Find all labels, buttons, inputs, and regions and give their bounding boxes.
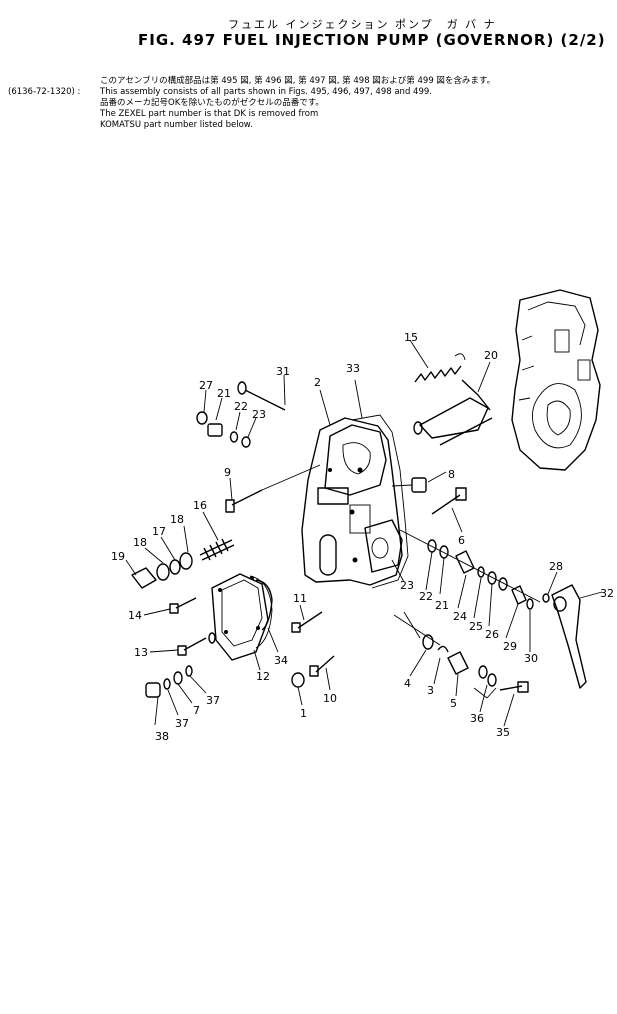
washer-18-drawing — [156, 563, 170, 581]
callout-18: 18 — [170, 513, 184, 526]
callout-23b: 23 — [400, 579, 414, 592]
long-bolt-drawing — [237, 381, 286, 411]
note-en-2: The ZEXEL part number is that DK is remo… — [100, 109, 319, 119]
callout-31: 31 — [276, 365, 290, 378]
callout-18b: 18 — [133, 536, 147, 549]
callout-14: 14 — [128, 609, 142, 622]
callout-17: 17 — [152, 525, 166, 538]
callout-30: 30 — [524, 652, 538, 665]
callout-29: 29 — [503, 640, 517, 653]
gasket-drawing — [351, 414, 409, 589]
part-code: (6136-72-1320) : — [8, 87, 81, 97]
plug-drawing — [207, 423, 223, 437]
side-cover-drawing — [211, 573, 273, 661]
callout-35: 35 — [496, 726, 510, 739]
callout-9: 9 — [224, 466, 231, 479]
callout-20: 20 — [484, 349, 498, 362]
callout-labels: 1 2 3 4 5 6 7 8 9 10 11 12 13 14 15 16 1… — [111, 331, 614, 743]
governor-housing-drawing — [511, 289, 601, 471]
note-jp-1: このアセンブリの構成部品は第 495 図, 第 496 図, 第 497 図, … — [100, 76, 496, 86]
callout-32: 32 — [600, 587, 614, 600]
callout-22b: 22 — [419, 590, 433, 603]
callout-7: 7 — [193, 704, 200, 717]
lower-right-parts-drawing — [393, 614, 529, 693]
callout-4: 4 — [404, 677, 411, 690]
callout-1: 1 — [300, 707, 307, 720]
o-ring-drawing — [241, 436, 251, 448]
lock-nut-drawing — [179, 552, 193, 570]
callout-24: 24 — [453, 610, 467, 623]
callout-25: 25 — [469, 620, 483, 633]
figure-title: FIG. 497 FUEL INJECTION PUMP (GOVERNOR) … — [138, 31, 606, 49]
callout-26: 26 — [485, 628, 499, 641]
callout-37b: 37 — [175, 717, 189, 730]
note-en-1-row: (6136-72-1320) : This assembly consists o… — [8, 87, 495, 98]
callout-11: 11 — [293, 592, 307, 605]
callout-6: 6 — [458, 534, 465, 547]
callout-5: 5 — [450, 697, 457, 710]
callout-8: 8 — [448, 468, 455, 481]
callout-37: 37 — [206, 694, 220, 707]
callout-16: 16 — [193, 499, 207, 512]
callout-13: 13 — [134, 646, 148, 659]
leader-lines — [125, 339, 603, 727]
washer-17-drawing — [169, 559, 181, 575]
washer-37-drawing — [163, 678, 171, 690]
callout-36: 36 — [470, 712, 484, 725]
spring-hook — [454, 353, 466, 361]
callout-21: 21 — [217, 387, 231, 400]
note-jp-2: 品番のメーカ記号OKを除いたものがゼクセルの品番です。 — [100, 98, 324, 108]
bolt-8-drawing — [391, 477, 427, 493]
nut-7-drawing — [173, 671, 183, 685]
assembly-notes: このアセンブリの構成部品は第 495 図, 第 496 図, 第 497 図, … — [8, 76, 495, 131]
governor-cover-drawing — [301, 417, 403, 586]
bolt-6-drawing — [431, 487, 467, 515]
callout-19: 19 — [111, 550, 125, 563]
note-en-3: KOMATSU part number listed below. — [100, 120, 253, 130]
small-bolts-drawing — [169, 597, 335, 688]
callout-21b: 21 — [435, 599, 449, 612]
adjust-screw-drawing — [199, 538, 235, 561]
o-ring-34-drawing — [255, 579, 273, 631]
stop-lever-drawing — [542, 584, 587, 689]
washer-37b-drawing — [185, 665, 193, 677]
callout-33: 33 — [346, 362, 360, 375]
japanese-title: フュエル インジェクション ポンプ ガ バ ナ — [228, 18, 497, 31]
spring-drawing — [414, 365, 462, 383]
cap-38-drawing — [145, 682, 161, 698]
callout-15: 15 — [404, 331, 418, 344]
callout-38: 38 — [155, 730, 169, 743]
note-en-1: This assembly consists of all parts show… — [100, 87, 432, 97]
nut-drawing — [196, 411, 208, 425]
callout-28: 28 — [549, 560, 563, 573]
washer-drawing — [229, 431, 239, 443]
cap-nut-drawing — [131, 567, 157, 589]
callout-34: 34 — [274, 654, 288, 667]
lever-drawing — [413, 379, 493, 446]
callout-12: 12 — [256, 670, 270, 683]
bolt-9-drawing — [225, 489, 263, 513]
callout-10: 10 — [323, 692, 337, 705]
callout-23: 23 — [252, 408, 266, 421]
callout-27: 27 — [199, 379, 213, 392]
callout-2: 2 — [314, 376, 321, 389]
callout-3: 3 — [427, 684, 434, 697]
callout-22: 22 — [234, 400, 248, 413]
